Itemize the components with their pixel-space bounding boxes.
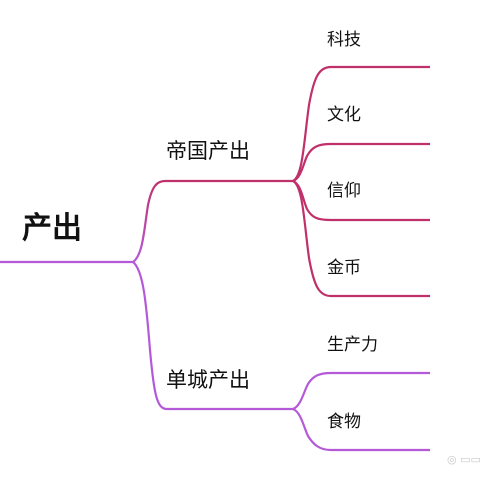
tech-connector	[292, 65, 430, 182]
city-output-label: 单城产出	[166, 368, 250, 392]
food-connector	[292, 407, 430, 452]
leaf-culture-label: 文化	[327, 105, 361, 125]
empire-branch-connector	[132, 179, 293, 263]
watermark-logo: ◎ ▭▭	[447, 453, 481, 466]
gold-connector	[292, 180, 430, 298]
production-connector	[292, 371, 430, 411]
leaf-science-label: 科技	[327, 30, 361, 50]
empire-output-label: 帝国产出	[166, 139, 250, 163]
city-branch-connector	[132, 261, 293, 411]
leaf-faith-label: 信仰	[327, 181, 361, 201]
leaf-production-label: 生产力	[327, 335, 378, 355]
leaf-food-label: 食物	[327, 412, 361, 432]
culture-connector	[292, 142, 430, 183]
leaf-gold-label: 金币	[327, 258, 361, 278]
root-node-label: 产出	[22, 211, 82, 246]
faith-connector	[292, 179, 430, 222]
